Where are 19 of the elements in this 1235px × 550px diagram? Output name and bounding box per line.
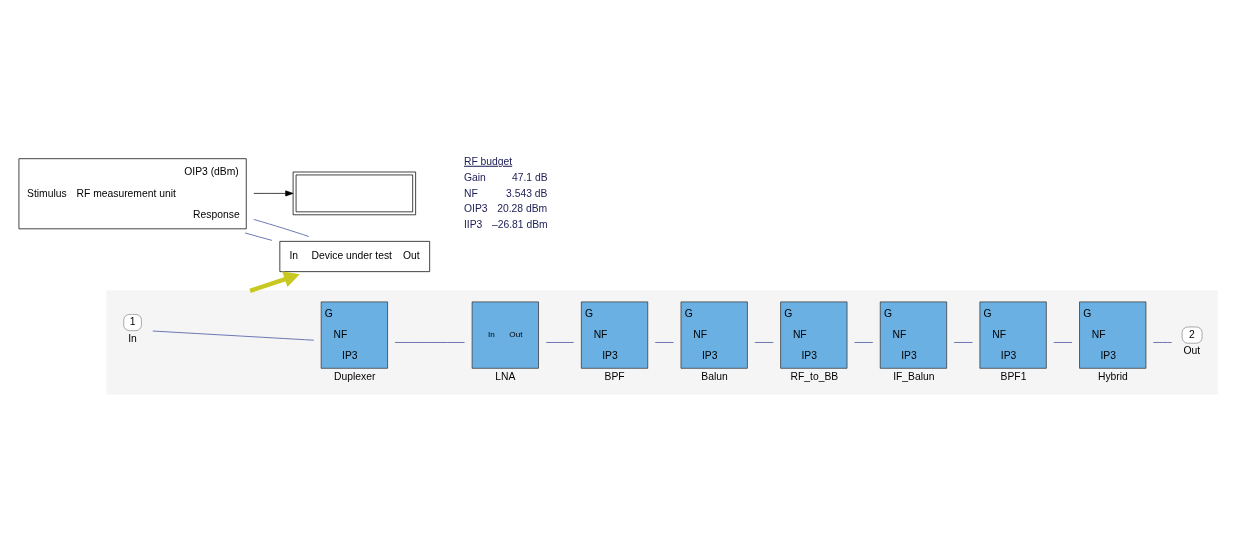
node-label: BPF — [604, 370, 625, 382]
label: OIP3 — [463, 202, 488, 214]
node-label: Hybrid — [1097, 370, 1128, 382]
label: 3.543 dB — [506, 186, 548, 198]
node-label: Duplexer — [334, 370, 376, 382]
label: 20.28 dBm — [497, 202, 548, 214]
node-label: LNA — [495, 370, 516, 382]
node-label: BPF1 — [1000, 370, 1027, 382]
node-label: RF_to_BB — [790, 370, 839, 382]
label: –26.81 dBm — [492, 217, 548, 229]
label: RF budget — [463, 155, 513, 167]
label: IIP3 — [463, 217, 483, 229]
node-label: IF_Balun — [893, 370, 935, 382]
label: Gain — [463, 171, 486, 183]
label: NF — [463, 186, 478, 198]
node-label: Out — [1183, 344, 1201, 356]
node-label: Balun — [701, 370, 728, 382]
node-label: In — [128, 332, 137, 344]
label: 47.1 dB — [511, 171, 548, 183]
